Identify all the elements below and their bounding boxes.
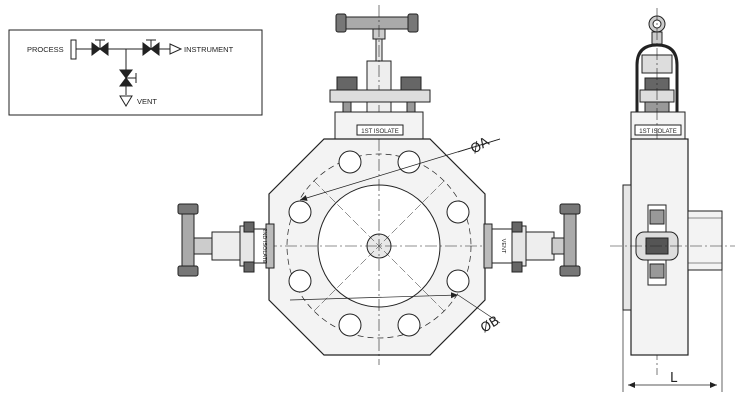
dim-l-label: L [670,371,678,386]
left-valve [177,203,275,277]
schematic-valve-2 [142,39,160,56]
bolt-holes [288,150,470,337]
instrument-label: INSTRUMENT [184,45,234,54]
side-top-tag: 1ST ISOLATE [639,129,676,135]
schematic-valve-1 [91,39,109,56]
right-valve [483,203,581,277]
process-label: PROCESS [27,45,64,54]
dim-a-label: ØA [468,134,492,157]
side-outlet [687,210,723,271]
vent-label: VENT [137,97,157,106]
side-flange [622,184,632,311]
front-top-tag: 1ST ISOLATE [361,129,398,135]
schematic-diagram [8,29,263,116]
instrument-arrow [169,43,183,55]
vent-arrow [119,95,133,107]
top-bonnet [329,76,431,140]
dim-b-label: ØB [478,314,502,337]
dim-b-line [289,292,501,324]
dim-a-line [299,138,501,201]
front-left-tag: 2ND ISOLATE [261,228,267,264]
front-right-tag: VENT [500,239,506,254]
front-view [177,5,581,365]
side-view [610,8,735,392]
schematic-valve-vent [119,69,137,87]
